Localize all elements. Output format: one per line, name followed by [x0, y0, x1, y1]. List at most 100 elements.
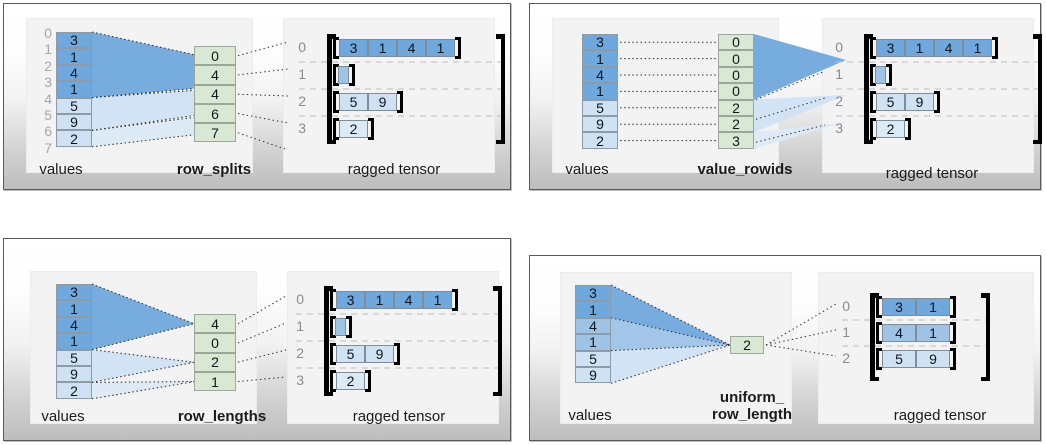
row-bracket [992, 55, 998, 59]
row-bracket [870, 118, 874, 140]
tensor-cell: 3 [336, 291, 365, 309]
row-bracket [950, 340, 956, 344]
row-bracket [333, 82, 339, 86]
row-bracket [454, 289, 458, 311]
value-cell: 9 [56, 366, 92, 383]
connector-line [755, 124, 826, 143]
connector-line [765, 303, 837, 346]
row-bracket [876, 296, 882, 300]
encoding-caption: row_splits [176, 161, 252, 178]
fan-shape [92, 349, 194, 383]
connector-line [765, 329, 837, 346]
row-bracket [876, 348, 880, 370]
value-cell: 1 [575, 334, 611, 351]
tensor-cell: 2 [876, 120, 905, 138]
ragged-tensor-caption: ragged tensor [352, 408, 446, 425]
connector-line [237, 322, 287, 344]
ragged-tensor-caption: ragged tensor [885, 165, 979, 182]
tensor-bracket [870, 293, 875, 381]
value-cell: 1 [582, 50, 618, 67]
row-index-label: 2 [842, 350, 850, 366]
row-bracket [351, 64, 355, 86]
value-cell: 9 [575, 367, 611, 384]
encoding-caption-line1: uniform_ [719, 389, 785, 406]
row-bracket [333, 118, 337, 140]
values-caption: values [565, 161, 609, 178]
encoding-caption: row_lengths [177, 408, 267, 425]
row-bracket [950, 314, 956, 318]
encoding-cell: 4 [194, 84, 236, 104]
encoding-cell: 0 [718, 66, 754, 84]
tensor-cell: 1 [916, 324, 950, 342]
tensor-bracket [870, 293, 879, 298]
encoding-cell: 7 [194, 123, 236, 143]
fan-shape [92, 381, 194, 399]
row-bracket [452, 307, 458, 311]
row-bracket [876, 322, 882, 326]
value-cell: 4 [56, 64, 92, 82]
value-cell: 2 [582, 132, 618, 149]
row-bracket [870, 64, 876, 68]
value-cell: 2 [56, 130, 92, 147]
row-index-label: 1 [835, 66, 843, 82]
value-cell: 1 [56, 333, 92, 350]
row-bracket [870, 82, 876, 86]
row-bracket [876, 348, 882, 352]
value-cell: 4 [582, 66, 618, 84]
encoding-cell: 2 [718, 99, 754, 116]
fan-shape [92, 32, 194, 98]
row-bracket [455, 37, 461, 41]
row-bracket [333, 91, 339, 95]
values-caption: values [39, 161, 83, 178]
connector-line [237, 41, 289, 57]
guide-line [91, 134, 195, 148]
fan-shape [754, 34, 846, 100]
value-index-label: 5 [44, 107, 52, 123]
row-bracket [952, 296, 956, 318]
row-bracket [950, 366, 956, 370]
encoding-caption: uniform_row_length [682, 389, 822, 423]
row-index-label: 3 [296, 372, 304, 388]
row-bracket [370, 118, 374, 140]
tensor-cell: 4 [882, 324, 916, 342]
value-cell: 1 [582, 83, 618, 100]
encoding-cell: 3 [718, 132, 754, 149]
row-bracket [455, 55, 461, 59]
value-cell: 3 [575, 285, 611, 302]
tensor-bracket [493, 286, 502, 291]
row-bracket [870, 64, 874, 86]
encoding-cell: 6 [194, 103, 236, 124]
value-cell: 5 [582, 99, 618, 116]
encoding-cell: 2 [730, 336, 764, 354]
tensor-bracket [981, 293, 990, 298]
tensor-bracket [981, 376, 990, 381]
encoding-cell: 0 [194, 333, 236, 353]
tensor-cell: 4 [397, 39, 426, 57]
row-bracket [365, 388, 371, 392]
encoding-cell: 0 [194, 46, 236, 66]
row-index-label: 1 [296, 318, 304, 334]
row-bracket [330, 307, 336, 311]
connector-overlay [620, 34, 1038, 149]
value-cell: 5 [575, 350, 611, 367]
row-bracket [399, 91, 403, 113]
tensor-cell: 1 [365, 291, 394, 309]
value-cell: 9 [582, 116, 618, 133]
row-bracket [368, 118, 374, 122]
connector-line [237, 113, 289, 124]
guide-line [91, 31, 195, 56]
row-bracket [886, 64, 892, 68]
value-index-label: 7 [44, 139, 52, 156]
row-index-label: 2 [298, 93, 306, 109]
row-bracket [330, 343, 336, 347]
value-cell: 9 [56, 114, 92, 131]
row-bracket [870, 136, 876, 140]
tensor-cell: 4 [394, 291, 423, 309]
row-bracket [330, 289, 334, 311]
value-index-label: 2 [44, 57, 52, 74]
tensor-bracket [324, 286, 329, 396]
guide-line [610, 344, 731, 384]
row-bracket [888, 64, 892, 86]
